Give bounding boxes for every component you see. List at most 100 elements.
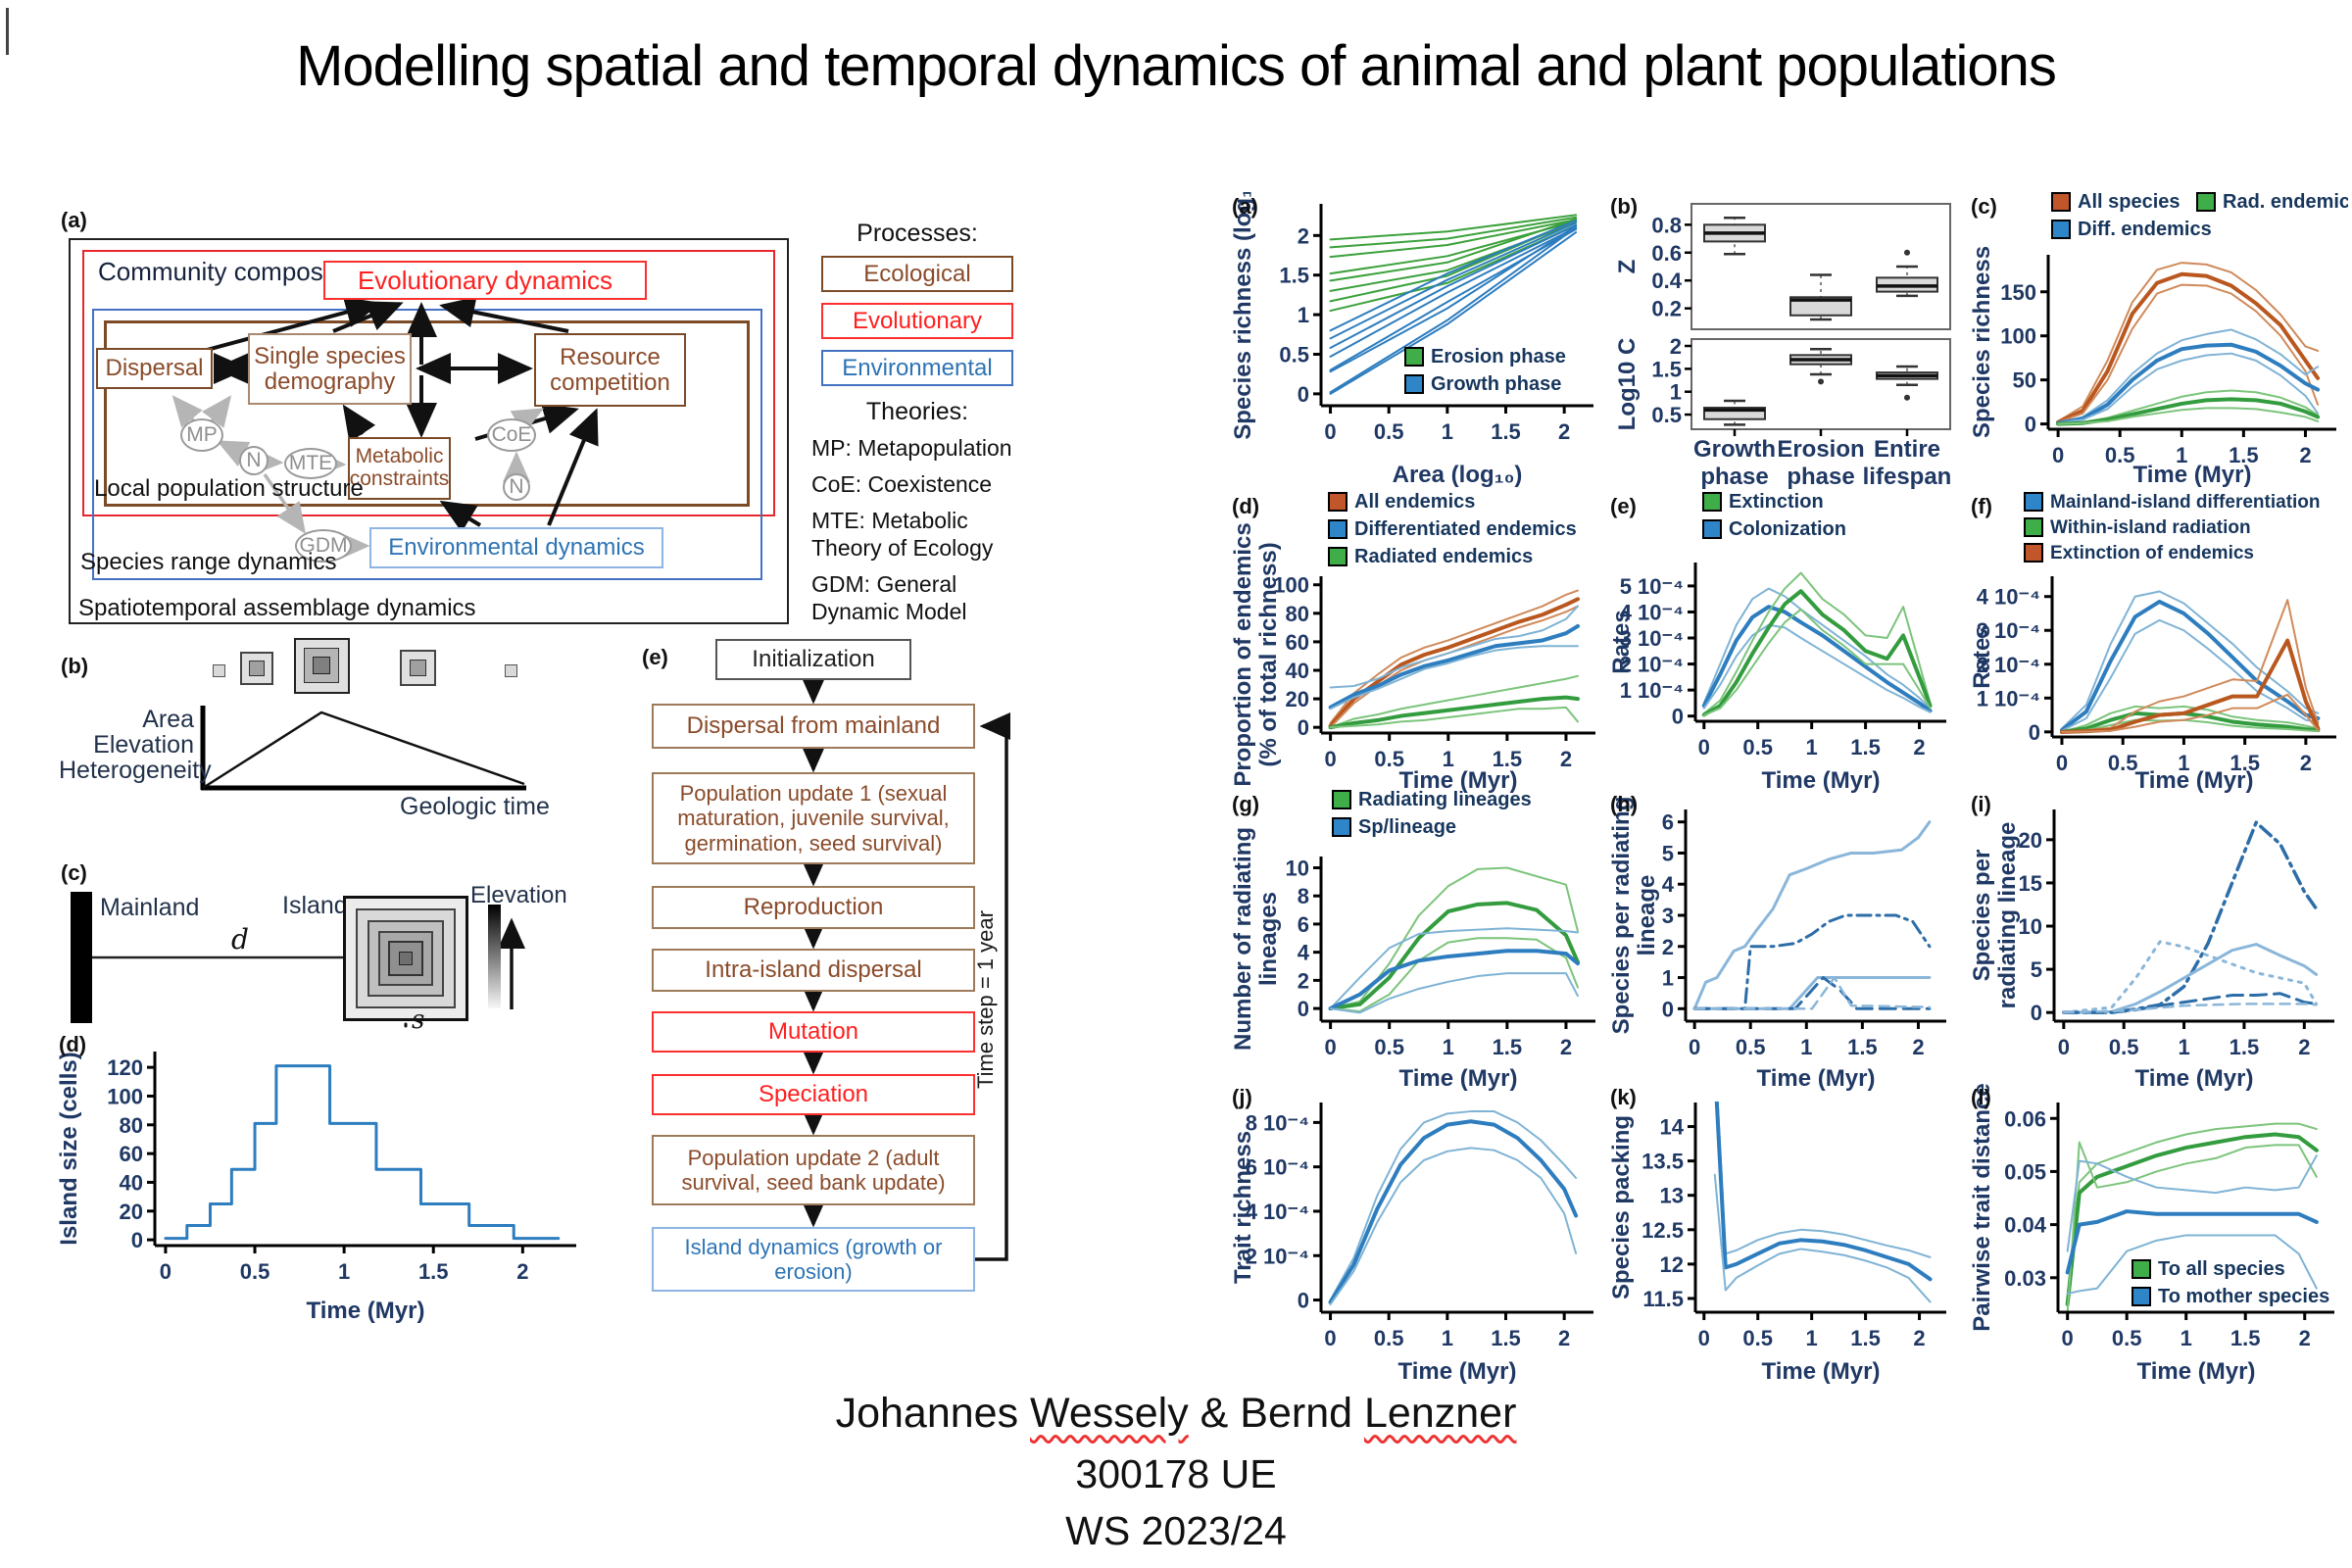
svg-text:Erosion: Erosion [1777,436,1864,463]
resource-competition-box: Resource competition [534,333,686,407]
svg-text:50: 50 [2013,368,2036,393]
svg-text:2: 2 [1912,1035,1924,1059]
svg-text:1.5: 1.5 [1850,735,1881,760]
dispersal-box: Dispersal [96,348,213,389]
area-elevation-heterogeneity-label: Area Elevation Heterogeneity [59,706,212,784]
svg-text:1.5: 1.5 [1491,1326,1521,1350]
elevation-label: Elevation [470,882,567,908]
svg-text:Time (Myr): Time (Myr) [2135,767,2254,794]
svg-text:Mainland-island differentiatio: Mainland-island differentiation [2050,492,2321,513]
svg-text:Time (Myr): Time (Myr) [1762,1358,1881,1385]
svg-text:5: 5 [1662,841,1674,865]
diagram-arrows [172,296,599,560]
svg-text:(f): (f) [1971,494,1992,518]
svg-text:Time (Myr): Time (Myr) [2137,1358,2256,1385]
svg-text:0: 0 [1298,997,1309,1021]
svg-text:0.06: 0.06 [2004,1106,2046,1131]
svg-text:Time (Myr): Time (Myr) [1757,1065,1876,1092]
flowchart-step: Mutation [652,1011,975,1053]
svg-text:0.05: 0.05 [2004,1159,2046,1184]
mainland-island-diagram: (c) Mainland Island d s Elevation [59,860,622,1047]
theory-item: MTE: Metabolic Theory of Ecology [811,508,994,562]
svg-text:1: 1 [2180,1326,2192,1350]
svg-text:0.5: 0.5 [1374,747,1404,771]
svg-text:1: 1 [1670,380,1682,405]
svg-text:20: 20 [2019,828,2042,853]
flowchart-step: Island dynamics (growth or erosion) [652,1227,975,1292]
svg-text:1.5: 1.5 [2230,1035,2260,1059]
conceptual-diagram: (a) [59,196,813,642]
coe-oval: CoE [487,418,536,452]
svg-text:1.5: 1.5 [2230,1326,2261,1350]
svg-text:40: 40 [1286,659,1309,683]
svg-text:4 10⁻⁴: 4 10⁻⁴ [1246,1200,1309,1224]
flowchart-step: Intra-island dispersal [652,949,975,992]
svg-text:0: 0 [1689,1035,1700,1059]
svg-text:2: 2 [1662,935,1674,959]
svg-text:To all species: To all species [2158,1258,2285,1280]
svg-text:0: 0 [1324,1326,1336,1350]
island-stage-icon [313,657,330,674]
svg-text:150: 150 [2000,280,2036,305]
svg-text:(d): (d) [1232,494,1259,518]
svg-text:Time (Myr): Time (Myr) [307,1298,425,1324]
mte-oval: MTE [284,448,337,479]
svg-text:(e): (e) [1610,494,1637,518]
svg-text:Z: Z [1614,260,1641,274]
svg-text:2: 2 [1560,1035,1572,1059]
theory-item: GDM: General Dynamic Model [811,571,967,625]
elevation-gradient [488,905,501,1008]
svg-text:12: 12 [1660,1252,1684,1277]
process-evolutionary: Evolutionary [821,303,1013,339]
svg-text:(% of total richness): (% of total richness) [1255,542,1282,766]
flowchart-arrows: Time step = 1 year [800,673,1010,1261]
svg-text:0.5: 0.5 [1736,1035,1766,1059]
svg-text:0: 0 [2058,1035,2070,1059]
svg-text:0: 0 [2029,720,2040,745]
svg-text:Log10 C: Log10 C [1614,338,1641,431]
mp-oval: MP [180,418,223,452]
svg-text:0: 0 [1324,419,1336,444]
svg-text:20: 20 [120,1200,143,1224]
svg-text:3 10⁻⁴: 3 10⁻⁴ [1977,618,2040,643]
height-s-label: s [412,1005,425,1035]
svg-text:0: 0 [160,1259,172,1284]
svg-text:lifespan: lifespan [1863,464,1952,490]
environmental-dynamics-box: Environmental dynamics [369,527,663,568]
svg-text:0: 0 [1662,997,1674,1021]
svg-text:0.5: 0.5 [1742,735,1773,760]
svg-text:1.5: 1.5 [1850,1326,1881,1350]
svg-text:13.5: 13.5 [1642,1150,1684,1174]
island-stage-icon [213,664,225,677]
flowchart-step: Dispersal from mainland [652,704,975,749]
svg-text:0: 0 [1698,1326,1710,1350]
island-stage-icon [249,661,265,676]
svg-text:0: 0 [1298,382,1309,407]
svg-text:0: 0 [2031,1001,2042,1025]
authors-line: Johannes Wessely & Bernd Lenzner [835,1390,1517,1437]
svg-text:Sp/lineage: Sp/lineage [1358,816,1456,838]
svg-text:1.5: 1.5 [2229,443,2259,467]
island-label: Island [282,892,348,919]
svg-text:80: 80 [120,1113,143,1138]
svg-text:1.5: 1.5 [1847,1035,1878,1059]
svg-text:1.5: 1.5 [1493,747,1523,771]
svg-text:0.5: 0.5 [1279,342,1309,367]
svg-text:Time (Myr): Time (Myr) [1399,767,1518,794]
panel-label-e: (e) [642,645,668,669]
svg-text:0.5: 0.5 [1374,1035,1404,1059]
svg-text:Time step = 1 year: Time step = 1 year [973,910,998,1089]
svg-text:1.5: 1.5 [418,1259,449,1284]
flowchart-step: Population update 2 (adult survival, see… [652,1135,975,1205]
svg-text:2: 2 [1298,223,1309,248]
course-code: 300178 UE [1075,1451,1277,1496]
svg-text:Entire: Entire [1874,436,1940,463]
svg-text:100: 100 [2000,324,2036,349]
community-frame [82,250,775,516]
svg-text:(b): (b) [1610,194,1638,219]
svg-text:4 10⁻⁴: 4 10⁻⁴ [1977,585,2040,610]
evolutionary-dynamics-box: Evolutionary dynamics [323,261,647,300]
